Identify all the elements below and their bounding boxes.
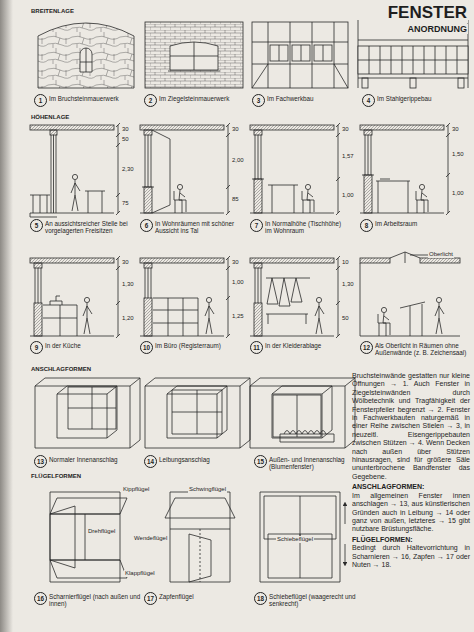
annotation: Schiebeflügel bbox=[276, 536, 314, 543]
annotation: 10 bbox=[341, 259, 350, 266]
callout-caption: Im Büro (Registerraum) bbox=[155, 342, 237, 349]
annotation: 75 bbox=[121, 200, 130, 207]
annotation: Drehflügel bbox=[87, 528, 116, 535]
callout-number: 12 bbox=[360, 341, 373, 354]
callout-number: 8 bbox=[360, 219, 373, 232]
callout-caption: Zapfenflügel bbox=[159, 593, 251, 600]
section-heading: HÖHENLAGE bbox=[30, 114, 70, 121]
body-text: Bedingt durch Haltevorrichtung in Scharn… bbox=[352, 544, 470, 569]
body-text: FLÜGELFORMEN: bbox=[352, 536, 470, 544]
annotation: 1,20 bbox=[121, 315, 135, 322]
annotation: Wendeflügel bbox=[133, 535, 168, 542]
annotation: 1,25 bbox=[231, 313, 245, 320]
annotation: Oberlicht bbox=[428, 251, 454, 258]
callout-caption: In Normalhöhe (Tischhöhe) im Wohnraum bbox=[265, 220, 349, 235]
callout-number: 4 bbox=[362, 94, 375, 107]
callout-number: 13 bbox=[34, 455, 47, 468]
section-heading: ANSCHLAGFORMEN bbox=[30, 366, 92, 373]
callout-number: 7 bbox=[250, 219, 263, 232]
annotation: 1,30 bbox=[121, 281, 135, 288]
callout-number: 17 bbox=[144, 592, 157, 605]
body-text: Im allgemeinen Fenster innen anschlagen … bbox=[352, 492, 470, 534]
callout-caption: In der Kleiderablage bbox=[265, 342, 347, 349]
annotation: 30 bbox=[121, 126, 130, 133]
callout-caption: Im Stahlgerippebau bbox=[377, 95, 465, 102]
annotation: 1,30 bbox=[341, 281, 355, 288]
callout-caption: In der Küche bbox=[45, 342, 127, 349]
annotation: 1,57 bbox=[341, 153, 355, 160]
callout-number: 9 bbox=[30, 341, 43, 354]
annotation: 1,50 bbox=[451, 151, 465, 158]
callout-number: 3 bbox=[252, 94, 265, 107]
callout-caption: Außen- und Innenanschlag (Blumenfenster) bbox=[269, 456, 351, 471]
section-heading: ANORDNUNG bbox=[407, 24, 469, 34]
body-text: Bruchsteinwände gestatten nur kleine Öff… bbox=[352, 372, 470, 481]
annotation: 50 bbox=[121, 136, 130, 143]
annotation: 1,00 bbox=[231, 279, 245, 286]
annotation: Schwingflügel bbox=[188, 486, 227, 493]
annotation: 1,00 bbox=[451, 190, 465, 197]
callout-caption: Schiebeflügel (waagerecht und senkrecht) bbox=[269, 593, 361, 608]
callout-number: 1 bbox=[34, 94, 47, 107]
annotation: 2,00 bbox=[231, 157, 245, 164]
callout-number: 11 bbox=[250, 341, 263, 354]
text-column: Bruchsteinwände gestatten nur kleine Öff… bbox=[352, 372, 470, 569]
callout-number: 14 bbox=[144, 455, 157, 468]
annotation: Klappflügel bbox=[124, 570, 156, 577]
page-title: FENSTER bbox=[387, 3, 468, 23]
annotation: 30 bbox=[121, 259, 130, 266]
annotation: 30 bbox=[231, 126, 240, 133]
callout-number: 18 bbox=[254, 592, 267, 605]
callout-caption: An aussichtsreicher Stelle bei vorgelage… bbox=[45, 220, 129, 235]
section-heading: FLÜGELFORMEN bbox=[30, 473, 82, 480]
annotation: 30 bbox=[231, 259, 240, 266]
callout-number: 10 bbox=[140, 341, 153, 354]
annotation: 30 bbox=[341, 126, 350, 133]
callout-number: 15 bbox=[254, 455, 267, 468]
callout-caption: Im Bruchsteinmauerwerk bbox=[49, 95, 131, 102]
callout-caption: Als Oberlicht in Räumen ohne Außenwände … bbox=[375, 342, 467, 357]
annotation: 50 bbox=[341, 315, 350, 322]
callout-caption: Im Arbeitsraum bbox=[375, 220, 463, 227]
callout-caption: Leibungsanschlag bbox=[159, 456, 241, 463]
annotation: 1,00 bbox=[341, 192, 355, 199]
callout-number: 16 bbox=[34, 592, 47, 605]
callout-caption: Im Ziegelsteinmauerwerk bbox=[159, 95, 241, 102]
callout-caption: Scharnierflügel (nach außen und innen) bbox=[49, 593, 141, 608]
annotation: 85 bbox=[231, 196, 240, 203]
callout-caption: In Wohnräumen mit schöner Aussicht ins T… bbox=[155, 220, 239, 235]
callout-number: 2 bbox=[144, 94, 157, 107]
callout-caption: Normaler Innenanschlag bbox=[49, 456, 131, 463]
body-text: ANSCHLAGFORMEN: bbox=[352, 483, 470, 491]
callout-number: 6 bbox=[140, 219, 153, 232]
callout-number: 5 bbox=[30, 219, 43, 232]
section-heading: BREITENLAGE bbox=[30, 8, 75, 15]
annotation: Kippflügel bbox=[122, 486, 150, 493]
annotation: 30 bbox=[451, 126, 460, 133]
callout-caption: Im Fachwerkbau bbox=[267, 95, 349, 102]
annotation: 2,30 bbox=[121, 166, 135, 173]
